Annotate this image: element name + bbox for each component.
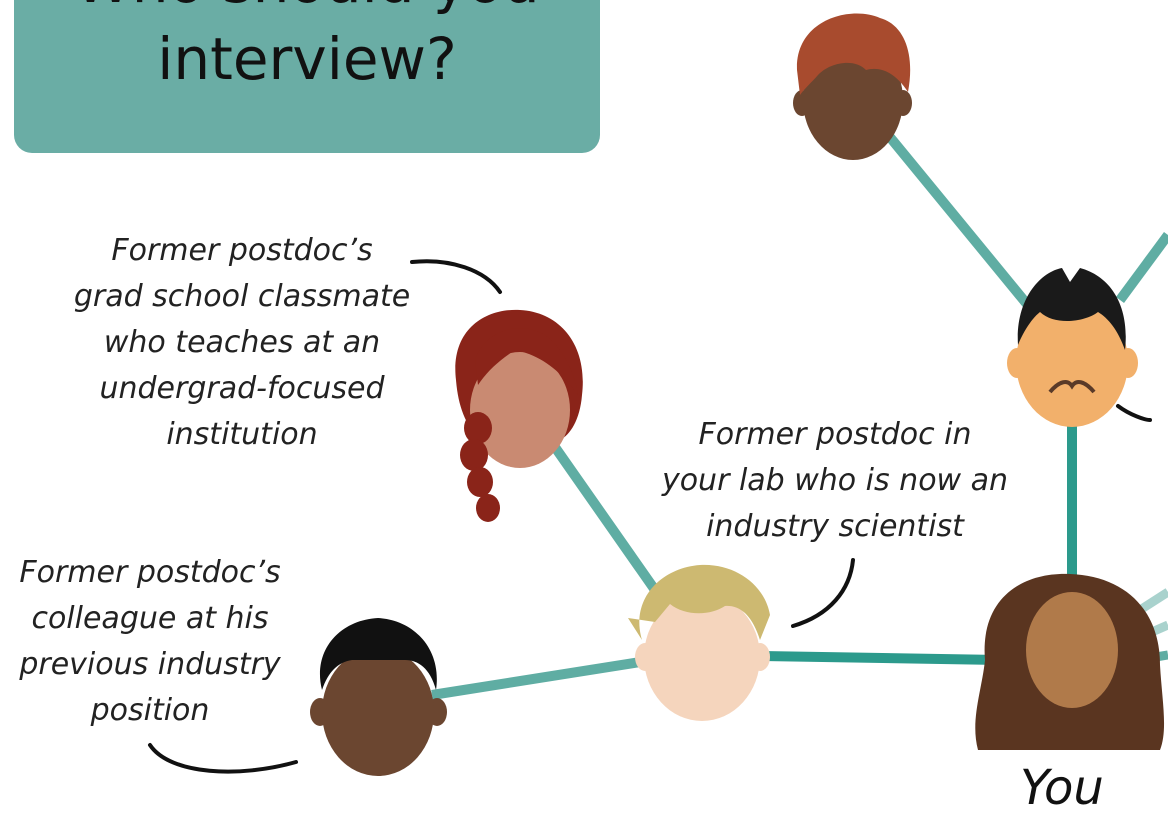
label-industry-colleague: Former postdoc’s colleague at his previo… (19, 555, 281, 728)
pointer-industry-scientist (791, 558, 855, 628)
connector-mustache-offscreen (1115, 232, 1168, 303)
pointer-industry-colleague (148, 743, 298, 774)
pointer-grad-school (410, 259, 502, 294)
pointer-lines (148, 259, 1152, 774)
title-line-1: Who should you (14, 0, 600, 24)
title-line-2: interview? (157, 25, 457, 93)
title-banner: Who should you interview? (14, 0, 600, 153)
connector-dark-to-blond (431, 657, 641, 700)
label-grad-school: Former postdoc’s grad school classmate w… (73, 233, 411, 452)
page-title: Who should you interview? (14, 0, 600, 94)
avatar-mustache (1007, 268, 1138, 427)
avatar-you (975, 573, 1165, 750)
label-industry-scientist: Former postdoc in your lab who is now an… (661, 417, 1009, 544)
pointer-offscreen (1116, 404, 1152, 422)
avatar-red-hair (455, 309, 583, 522)
avatar-top (793, 13, 912, 160)
avatar-blond (628, 564, 770, 721)
connector-top-to-mustache (875, 120, 1045, 325)
avatar-dark (310, 618, 447, 776)
connector-blond-to-you (759, 651, 1001, 665)
label-you: You (1020, 760, 1104, 816)
connector-redhair-to-blond (545, 435, 660, 595)
connector-you-offscreen-1 (1137, 588, 1168, 614)
